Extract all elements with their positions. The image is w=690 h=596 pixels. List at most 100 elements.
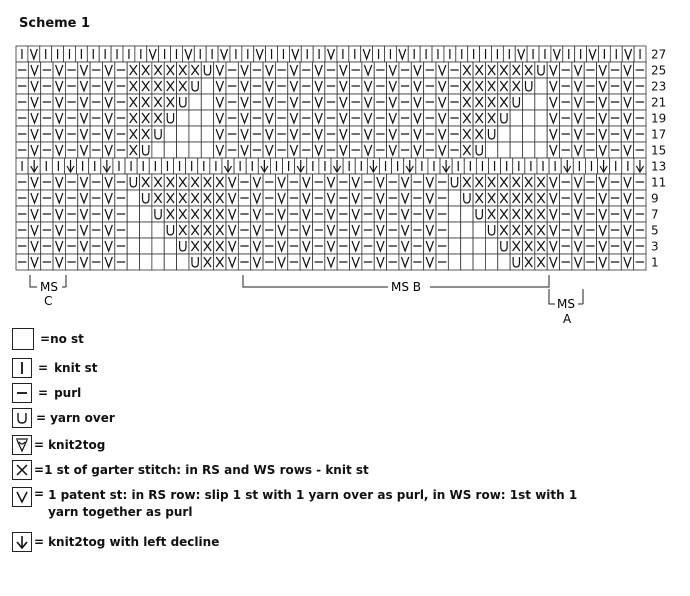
purl-cell xyxy=(447,109,462,127)
left-decline-cell xyxy=(257,157,271,175)
yarn-over-cell xyxy=(188,77,202,95)
garter-st-cell xyxy=(213,237,227,255)
purl-cell xyxy=(15,77,29,95)
garter-st-cell xyxy=(497,173,511,191)
garter-st-cell xyxy=(485,109,499,127)
knit-st-cell xyxy=(39,157,53,175)
purl-cell xyxy=(40,93,54,111)
no-st-cell xyxy=(534,109,548,127)
patent-st-cell xyxy=(275,221,289,239)
purl-cell xyxy=(423,125,437,143)
patent-st-cell xyxy=(275,253,289,271)
ms-a-bracket xyxy=(548,289,555,305)
garter-st-cell xyxy=(534,237,548,255)
knit-bar-icon xyxy=(12,358,32,378)
garter-st-cell xyxy=(509,189,523,207)
purl-cell xyxy=(410,253,425,271)
patent-st-cell xyxy=(299,253,313,271)
purl-cell xyxy=(15,253,29,271)
no-st-cell xyxy=(176,253,190,271)
knit-st-cell xyxy=(512,157,526,175)
legend-text: 1 st of garter stitch: in RS and WS rows… xyxy=(44,462,369,477)
garter-st-cell xyxy=(126,141,140,159)
knit-st-cell xyxy=(51,157,65,175)
purl-cell xyxy=(237,253,252,271)
no-st-cell xyxy=(163,237,177,255)
no-st-cell xyxy=(447,253,462,271)
patent-st-cell xyxy=(213,109,227,127)
purl-cell xyxy=(435,253,449,271)
garter-st-cell xyxy=(188,205,202,223)
patent-st-cell xyxy=(52,173,66,191)
left-decline-cell xyxy=(330,157,344,175)
patent-st-cell xyxy=(262,109,276,127)
purl-cell xyxy=(65,205,79,223)
patent-st-cell xyxy=(225,189,239,207)
garter-st-cell xyxy=(176,205,190,223)
left-decline-cell xyxy=(366,157,380,175)
patent-st-cell xyxy=(52,77,66,95)
patent-st-cell xyxy=(349,221,363,239)
no-st-cell xyxy=(472,221,486,239)
purl-cell xyxy=(583,109,597,127)
patent-st-cell xyxy=(225,253,239,271)
knit-st-cell xyxy=(502,45,516,63)
patent-st-cell xyxy=(596,125,610,143)
patent-st-cell xyxy=(102,77,116,95)
purl-cell xyxy=(386,189,400,207)
garter-st-cell xyxy=(522,205,536,223)
knit-st-cell xyxy=(419,45,433,63)
purl-cell xyxy=(447,93,462,111)
purl-cell xyxy=(312,205,326,223)
no-st-cell xyxy=(460,221,474,239)
patent-st-cell xyxy=(299,189,313,207)
purl-cell xyxy=(583,221,597,239)
patent-st-cell xyxy=(213,125,227,143)
purl-cell xyxy=(262,221,276,239)
row-number: 11 xyxy=(651,176,666,190)
knit-st-cell xyxy=(312,45,326,63)
patent-st-cell xyxy=(213,61,227,79)
garter-st-cell xyxy=(485,77,499,95)
purl-cell xyxy=(40,253,54,271)
garter-st-cell xyxy=(151,173,165,191)
patent-st-cell xyxy=(52,141,66,159)
patent-st-cell xyxy=(398,173,412,191)
purl-cell xyxy=(40,221,54,239)
purl-cell xyxy=(114,221,128,239)
purl-cell xyxy=(275,141,289,159)
purl-cell xyxy=(398,109,412,127)
yarn-over-cell xyxy=(200,61,215,79)
purl-cell xyxy=(15,141,29,159)
legend-garter: = 1 st of garter stitch: in RS and WS ro… xyxy=(12,460,369,480)
garter-st-cell xyxy=(126,125,140,143)
purl-cell xyxy=(250,93,264,111)
purl-cell xyxy=(410,221,425,239)
garter-st-cell xyxy=(139,125,153,143)
yarn-over-cell xyxy=(151,205,165,223)
row-number: 15 xyxy=(651,144,666,158)
no-st-cell xyxy=(200,141,215,159)
purl-cell xyxy=(349,125,363,143)
row-number: 1 xyxy=(651,256,659,270)
knit-st-cell xyxy=(491,45,504,63)
garter-st-cell xyxy=(200,253,215,271)
purl-cell xyxy=(89,61,103,79)
purl-cell xyxy=(336,205,350,223)
purl-cell xyxy=(287,205,301,223)
yarn-over-cell xyxy=(522,77,536,95)
no-st-cell xyxy=(126,237,140,255)
knit-st-cell xyxy=(415,157,429,175)
legend-text: knit2tog with left decline xyxy=(48,534,220,549)
purl-cell xyxy=(633,205,647,223)
patent-st-cell xyxy=(102,221,116,239)
row-number: 7 xyxy=(651,208,659,222)
patent-v-icon xyxy=(12,487,32,507)
knit-st-cell xyxy=(536,157,550,175)
purl-cell xyxy=(312,173,326,191)
purl-cell xyxy=(40,173,54,191)
purl-cell xyxy=(299,77,313,95)
purl-cell xyxy=(237,237,252,255)
purl-cell xyxy=(583,93,597,111)
patent-st-cell xyxy=(361,125,375,143)
